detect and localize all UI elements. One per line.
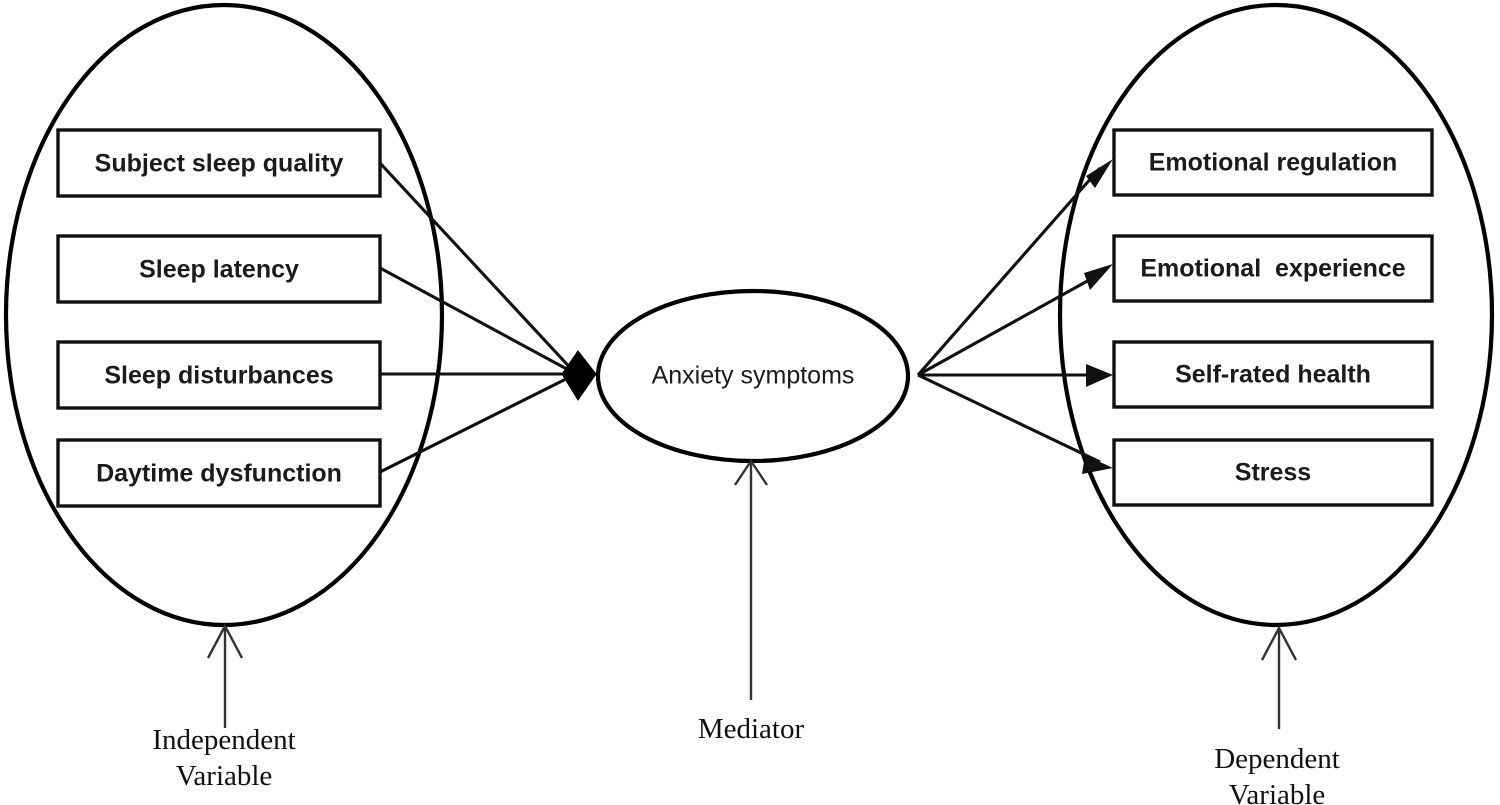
independent-item-2-label: Sleep latency: [139, 256, 299, 284]
mediator-caption: Mediator: [698, 713, 805, 745]
dependent-item-3: Self-rated health: [1112, 340, 1434, 409]
mediator-caption-arrow: [734, 458, 768, 700]
link-mediator-to-emotional-regulation: [916, 166, 1102, 377]
dependent-item-4-box: [1112, 438, 1434, 507]
dependent-caption-line1: Dependent: [1214, 743, 1340, 775]
independent-item-4: Daytime dysfunction: [56, 438, 382, 508]
mediator-node-label: Anxiety symptoms: [652, 362, 855, 390]
independent-item-2-box: [56, 234, 382, 304]
independent-item-3-label: Sleep disturbances: [104, 362, 333, 390]
dependent-caption-arrow: [1260, 625, 1298, 729]
independent-variable-ellipse: [3, 2, 445, 628]
dependent-item-4: Stress: [1112, 438, 1434, 507]
dependent-item-1-box: [1112, 128, 1434, 197]
dependent-item-2: Emotional experience: [1112, 234, 1434, 303]
independent-caption-arrow: [206, 623, 244, 728]
arrowhead-emotional-experience-icon: [1084, 264, 1113, 290]
independent-item-1-label: Subject sleep quality: [95, 150, 344, 178]
arrowhead-emotional-regulation-icon: [1086, 159, 1113, 188]
independent-item-4-box: [56, 438, 382, 508]
dependent-item-3-box: [1112, 340, 1434, 409]
independent-item-4-label: Daytime dysfunction: [96, 460, 342, 488]
dependent-item-2-box: [1112, 234, 1434, 303]
arrowhead-stress-icon: [1082, 455, 1113, 474]
independent-caption-line2: Variable: [176, 760, 273, 792]
dependent-item-1-label: Emotional regulation: [1149, 149, 1398, 177]
independent-item-1: Subject sleep quality: [56, 128, 382, 198]
mediator-caption-arrowhead-icon: [734, 458, 768, 486]
dependent-item-3-label: Self-rated health: [1175, 361, 1371, 389]
link-mediator-to-emotional-experience: [917, 272, 1101, 377]
independent-item-3: Sleep disturbances: [56, 340, 382, 410]
dependent-caption-arrowhead-icon: [1260, 625, 1298, 661]
link-daytime-dysfunction-to-mediator: [379, 372, 577, 474]
independent-item-1-box: [56, 128, 382, 198]
dependent-item-4-label: Stress: [1235, 459, 1311, 487]
link-sleep-latency-to-mediator: [379, 266, 577, 376]
dependent-item-2-label: Emotional experience: [1140, 255, 1405, 283]
independent-caption-line1: Independent: [152, 724, 295, 756]
diamond-arrowhead-icon: [561, 350, 597, 401]
dependent-caption-line2: Variable: [1229, 779, 1326, 805]
dependent-variable-ellipse: [1057, 2, 1495, 628]
independent-caption-arrowhead-icon: [206, 623, 244, 659]
mediator-node: [595, 288, 911, 464]
link-subject-sleep-quality-to-mediator: [378, 161, 578, 376]
independent-item-2: Sleep latency: [56, 234, 382, 304]
arrowhead-self-rated-health-icon: [1086, 364, 1113, 387]
dependent-item-1: Emotional regulation: [1112, 128, 1434, 197]
link-mediator-to-stress: [917, 373, 1101, 464]
independent-item-3-box: [56, 340, 382, 410]
